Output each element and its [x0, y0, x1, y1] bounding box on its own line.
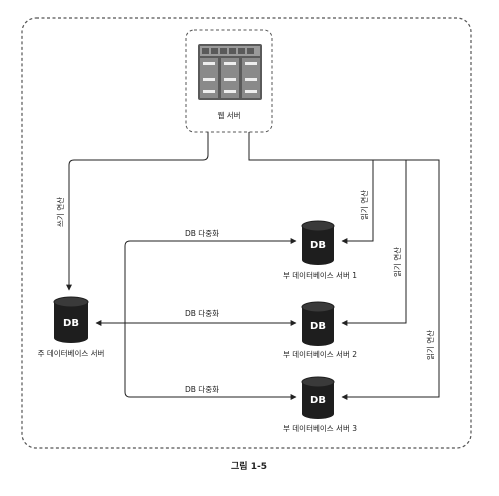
- figure-caption: 그림 1-5: [231, 460, 267, 472]
- write-arrow: [66, 132, 209, 291]
- replication-arrow-1: [124, 238, 297, 380]
- write-operation-label: 쓰기 연산: [55, 197, 65, 227]
- master-db-name: 주 데이터베이스 서버: [38, 348, 105, 358]
- replica-db-2: DB 부 데이터베이스 서버 2: [283, 301, 357, 359]
- web-server-box: [185, 29, 273, 133]
- database-icon: [301, 376, 335, 419]
- master-db-label: DB: [63, 318, 79, 329]
- replica-db-3-label: DB: [310, 395, 326, 406]
- web-server-label: 웹 서버: [217, 110, 240, 120]
- replica-db-3: DB 부 데이터베이스 서버 3: [283, 376, 357, 433]
- replication-label-2: DB 다중화: [185, 309, 219, 318]
- web-server: 웹 서버: [185, 29, 273, 133]
- replication-arrow-3: [124, 380, 297, 400]
- read-operation-label-2: 읽기 연산: [392, 247, 402, 277]
- read-operation-label-1: 읽기 연산: [359, 190, 369, 220]
- database-icon: [301, 220, 335, 265]
- replica-db-3-name: 부 데이터베이스 서버 3: [283, 423, 357, 433]
- replica-db-1: DB 부 데이터베이스 서버 1: [283, 220, 357, 280]
- replica-db-1-name: 부 데이터베이스 서버 1: [283, 270, 357, 280]
- replication-label-1: DB 다중화: [185, 229, 219, 238]
- database-icon: [53, 296, 89, 343]
- replica-db-2-name: 부 데이터베이스 서버 2: [283, 349, 357, 359]
- database-icon: [301, 301, 335, 346]
- replica-db-2-label: DB: [310, 321, 326, 332]
- server-rack-icon: [198, 44, 262, 100]
- master-db: DB 주 데이터베이스 서버: [38, 296, 105, 358]
- system-boundary: [21, 17, 472, 449]
- replication-label-3: DB 다중화: [185, 385, 219, 394]
- read-arrow-2: [249, 159, 407, 326]
- read-arrow-3: [341, 159, 440, 400]
- replica-db-1-label: DB: [310, 240, 326, 251]
- read-operation-label-3: 읽기 연산: [425, 330, 435, 360]
